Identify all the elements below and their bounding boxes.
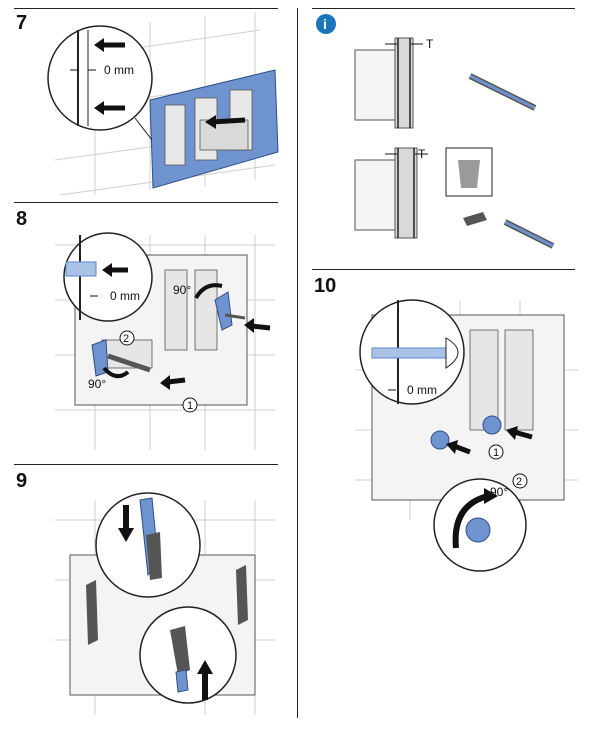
step10-callout-2: 2 [516,476,522,488]
step10-gap-label: 0 mm [407,383,437,397]
step10-angle-label: 90° [490,485,508,499]
step10-callout-1: 1 [493,447,499,459]
